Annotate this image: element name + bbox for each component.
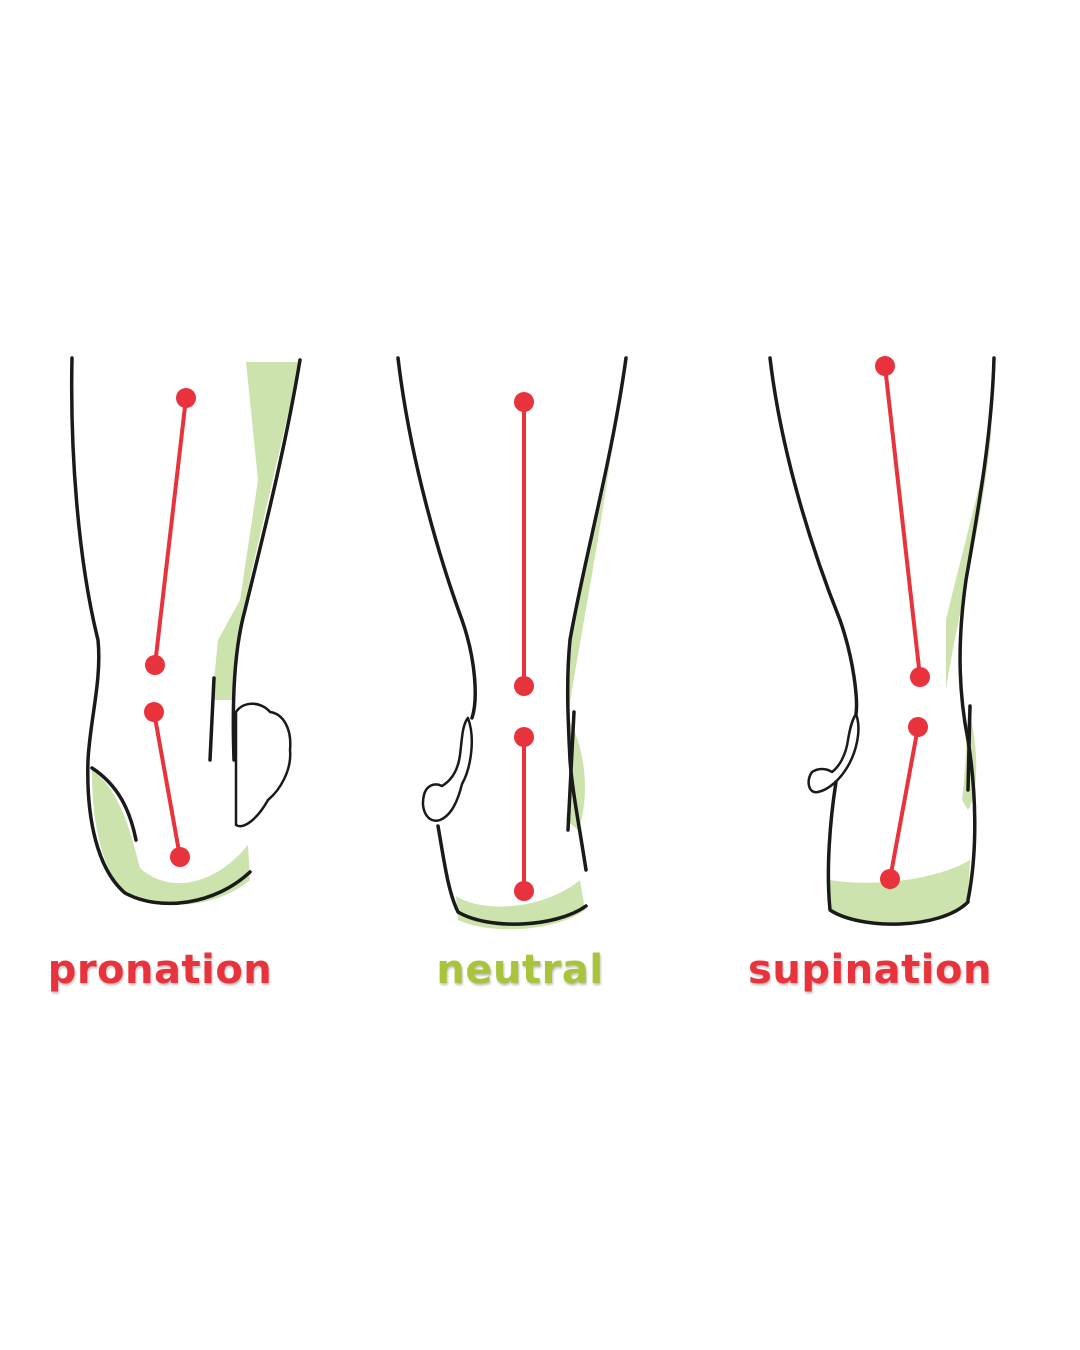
neutral-foot — [396, 356, 628, 930]
pronation-upper-axis — [153, 396, 188, 667]
supination-heel-outline — [826, 780, 970, 926]
supination-leg-left-outline — [768, 356, 859, 716]
pronation-axis-point — [145, 655, 165, 675]
pronation-leg-shade — [212, 362, 300, 700]
supination-leg-right-outline — [958, 356, 996, 902]
supination-axis-point — [875, 356, 895, 376]
supination-label: supination — [748, 947, 992, 993]
pronation-leg-right-outline — [231, 358, 302, 762]
neutral-inner-line — [566, 710, 576, 832]
pronation-inner-line — [208, 676, 216, 762]
supination-lower-axis — [888, 725, 920, 881]
pronation-leg-left-outline — [69, 356, 252, 906]
neutral-heel-outline — [436, 824, 588, 926]
neutral-leg-left-outline — [396, 356, 477, 720]
neutral-leg-shade — [568, 448, 612, 715]
neutral-leg-right-outline — [565, 356, 628, 872]
supination-axis-point — [880, 869, 900, 889]
supination-axis-point — [908, 717, 928, 737]
neutral-axis-point — [514, 881, 534, 901]
pronation-lower-axis — [152, 710, 182, 859]
pronation-toe — [234, 702, 292, 828]
pronation-axis-point — [144, 702, 164, 722]
neutral-axis-point — [514, 392, 534, 412]
pronation-heel-inner-line — [90, 766, 138, 842]
supination-heel-shade — [830, 860, 970, 924]
neutral-label: neutral — [436, 947, 604, 993]
pronation-foot — [69, 356, 302, 906]
supination-toe — [807, 712, 860, 794]
supination-inner-line — [966, 704, 972, 792]
neutral-axis-point — [514, 727, 534, 747]
pronation-axis-point — [170, 847, 190, 867]
pronation-heel-shade — [92, 770, 250, 905]
neutral-toe — [421, 716, 474, 822]
supination-axis-point — [910, 667, 930, 687]
pronation-axis-point — [176, 388, 196, 408]
neutral-heel-shade — [456, 880, 585, 930]
neutral-axis-point — [514, 676, 534, 696]
pronation-label: pronation — [47, 947, 273, 993]
supination-upper-axis — [883, 364, 922, 679]
supination-foot — [768, 356, 996, 926]
